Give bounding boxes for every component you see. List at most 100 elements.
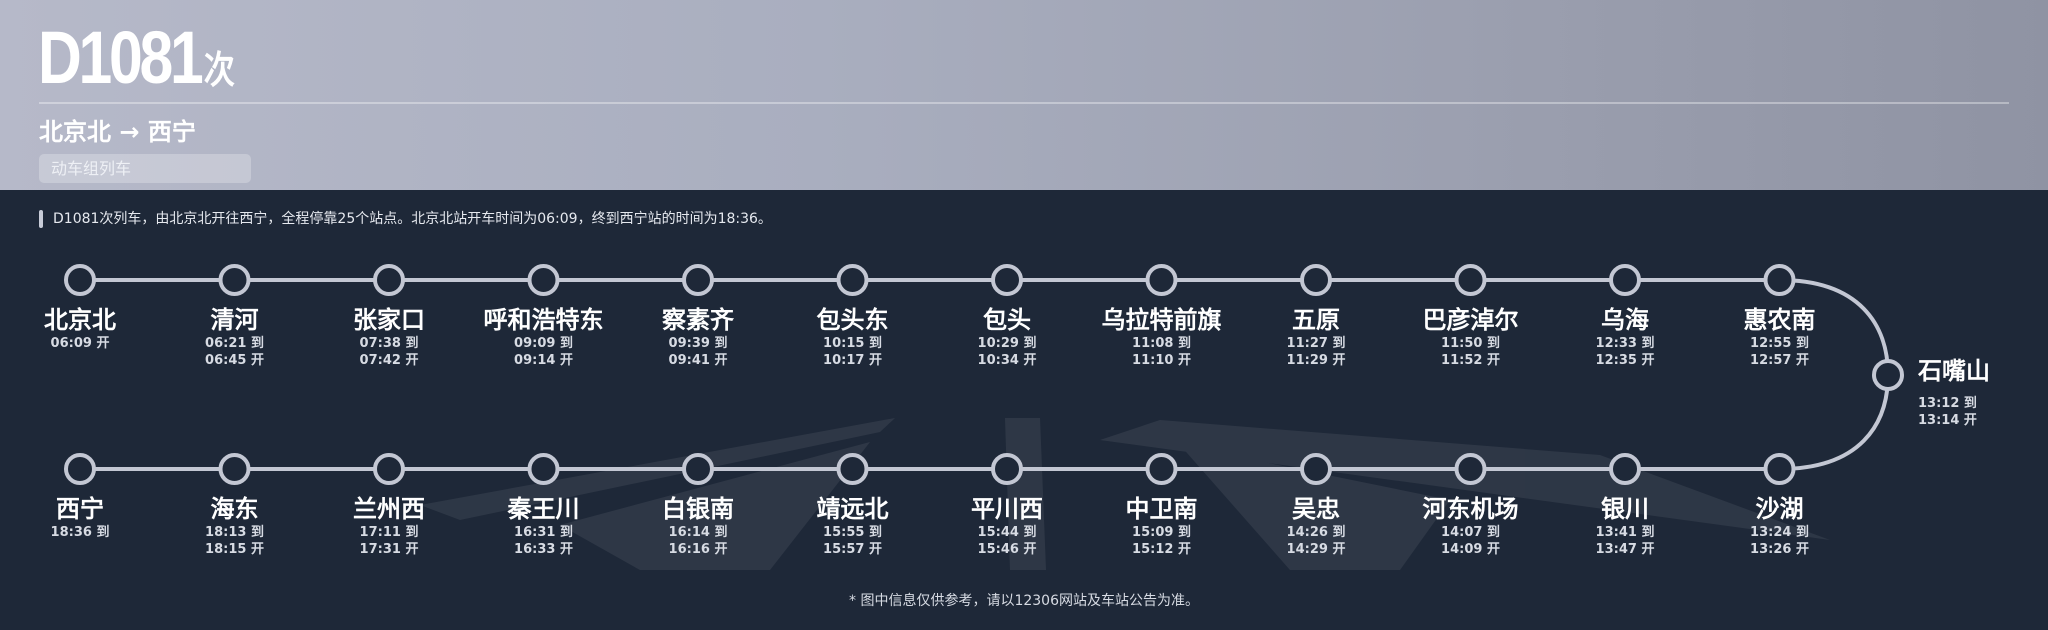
station-time: 06:45 开 <box>205 353 264 368</box>
station-time: 11:08 到 <box>1132 336 1191 351</box>
station-time: 15:12 开 <box>1132 542 1191 557</box>
station-time: 13:12 到 <box>1918 396 1977 411</box>
train-suffix: 次 <box>203 50 235 92</box>
info-text: D1081次列车，由北京北开往西宁，全程停靠25个站点。北京北站开车时间为06:… <box>39 209 772 229</box>
station-node <box>527 453 560 485</box>
station-name: 吴忠 <box>1292 495 1340 523</box>
station-time: 09:09 到 <box>514 336 573 351</box>
station-label: 包头东 10:15 到 10:17 开 <box>753 305 953 369</box>
station-label: 乌拉特前旗 11:08 到 11:10 开 <box>1062 305 1262 369</box>
station-node <box>1763 264 1796 296</box>
station-node <box>64 264 96 296</box>
station-time: 14:26 到 <box>1286 525 1346 540</box>
station-time: 16:33 开 <box>514 542 573 557</box>
station-time: 09:14 开 <box>514 353 573 368</box>
station-time: 15:09 到 <box>1132 525 1191 540</box>
station-node <box>1454 264 1487 296</box>
station-name: 乌拉特前旗 <box>1101 306 1222 334</box>
station-label: 白银南 16:14 到 16:16 开 <box>598 494 798 558</box>
station-time: 07:42 开 <box>359 353 419 368</box>
station-time: 10:29 到 <box>977 336 1037 351</box>
station-time: 13:41 到 <box>1595 525 1655 540</box>
station-name: 察素齐 <box>662 306 734 334</box>
station-time: 09:41 开 <box>668 353 728 368</box>
station-node <box>1609 264 1641 296</box>
station-time: 10:15 到 <box>823 336 882 351</box>
train-number: D1081 <box>38 16 204 99</box>
station-time: 10:34 开 <box>977 353 1037 368</box>
route-title: 北京北 → 西宁 <box>39 118 196 146</box>
station-label: 包头 10:29 到 10:34 开 <box>907 305 1107 369</box>
station-time: 16:31 到 <box>514 525 573 540</box>
station-node <box>991 453 1023 485</box>
station-time: 14:29 开 <box>1286 542 1346 557</box>
station-name: 兰州西 <box>353 495 425 523</box>
station-time: 11:27 到 <box>1286 336 1346 351</box>
station-time: 18:13 到 <box>205 525 264 540</box>
station-name: 河东机场 <box>1422 495 1519 523</box>
station-time: 17:31 开 <box>359 542 419 557</box>
station-label: 兰州西 17:11 到 17:31 开 <box>289 494 489 558</box>
station-name: 平川西 <box>971 495 1043 523</box>
station-time: 12:57 开 <box>1750 353 1809 368</box>
station-name: 银川 <box>1601 495 1649 523</box>
train-number-title: D1081次 <box>38 18 235 111</box>
station-time: 11:10 开 <box>1132 353 1191 368</box>
footer-note: * 图中信息仅供参考，请以12306网站及车站公告为准。 <box>849 593 1199 609</box>
station-time: 13:14 开 <box>1918 413 1977 428</box>
station-name: 中卫南 <box>1125 495 1198 523</box>
station-node <box>218 453 251 485</box>
station-time: 12:55 到 <box>1750 336 1809 351</box>
station-label: 惠农南 12:55 到 12:57 开 <box>1680 305 1880 369</box>
header-divider <box>39 102 2009 104</box>
station-time: 17:11 到 <box>359 525 419 540</box>
station-name: 海东 <box>210 495 259 523</box>
station-name: 沙湖 <box>1755 495 1804 523</box>
station-label: 平川西 15:44 到 15:46 开 <box>907 494 1107 558</box>
station-time: 15:44 到 <box>977 525 1037 540</box>
station-time: 18:36 到 <box>50 525 110 540</box>
station-time: 15:55 到 <box>823 525 882 540</box>
station-node <box>218 264 251 296</box>
station-node <box>1763 453 1796 485</box>
station-time: 06:09 开 <box>50 336 110 351</box>
station-name: 张家口 <box>353 306 425 334</box>
station-time: 06:21 到 <box>205 336 264 351</box>
train-type-badge: 动车组列车 <box>39 154 251 183</box>
station-node <box>991 264 1023 296</box>
station-node <box>1300 264 1332 296</box>
station-time: 16:14 到 <box>668 525 728 540</box>
station-name: 白银南 <box>662 495 734 523</box>
station-time: 13:47 开 <box>1595 542 1655 557</box>
station-time: 12:33 到 <box>1595 336 1655 351</box>
station-name: 惠农南 <box>1743 306 1816 334</box>
station-time: 12:35 开 <box>1595 353 1655 368</box>
station-node <box>373 264 405 296</box>
station-label: 中卫南 15:09 到 15:12 开 <box>1062 494 1262 558</box>
station-label: 银川 13:41 到 13:47 开 <box>1525 494 1725 558</box>
station-node <box>1300 453 1332 485</box>
station-time: 13:26 开 <box>1750 542 1809 557</box>
station-name: 包头东 <box>816 306 889 334</box>
station-name: 包头 <box>983 306 1031 334</box>
station-node <box>1145 453 1178 485</box>
station-time: 10:17 开 <box>823 353 882 368</box>
station-time: 16:16 开 <box>668 542 728 557</box>
station-time: 15:46 开 <box>977 542 1037 557</box>
station-node <box>373 453 405 485</box>
station-node <box>836 264 869 296</box>
station-time: 15:57 开 <box>823 542 882 557</box>
